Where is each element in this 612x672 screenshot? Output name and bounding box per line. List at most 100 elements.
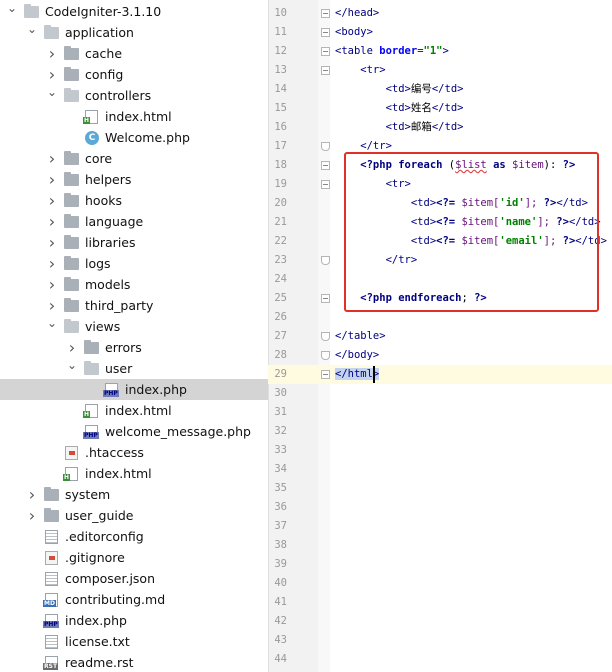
chevron-right-icon[interactable]: › — [48, 149, 56, 168]
fold-end-marker[interactable] — [321, 142, 330, 151]
fold-toggle-icon[interactable] — [321, 9, 330, 18]
line-number: 16 — [274, 121, 287, 133]
line-number: 44 — [274, 653, 287, 665]
tree-folder-system[interactable]: › system — [0, 484, 268, 505]
php-file-icon: PHP — [103, 382, 120, 397]
chevron-right-icon[interactable]: › — [68, 338, 76, 357]
tree-folder-user[interactable]: ⌄user — [0, 358, 268, 379]
chevron-down-icon[interactable]: ⌄ — [46, 316, 58, 330]
code-editor[interactable] — [330, 0, 612, 672]
line-number: 31 — [274, 406, 287, 418]
fold-toggle-icon[interactable] — [321, 28, 330, 37]
tree-folder-application[interactable]: ⌄application — [0, 22, 268, 43]
tree-folder-hooks[interactable]: › hooks — [0, 190, 268, 211]
tree-file-composer-json[interactable]: composer.json — [0, 568, 268, 589]
tree-folder-codeigniter-3-1-10[interactable]: ⌄CodeIgniter-3.1.10 — [0, 1, 268, 22]
line-number: 27 — [274, 330, 287, 342]
chevron-right-icon[interactable]: › — [48, 233, 56, 252]
code-token: $list — [455, 159, 487, 171]
line-number: 24 — [274, 273, 287, 285]
chevron-right-icon[interactable]: › — [48, 65, 56, 84]
code-line: <td>编号</td> — [335, 80, 464, 99]
tree-folder-cache[interactable]: ›cache — [0, 43, 268, 64]
tree-file-editorconfig[interactable]: .editorconfig — [0, 526, 268, 547]
tree-file-license-txt[interactable]: license.txt — [0, 631, 268, 652]
chevron-right-icon[interactable]: › — [48, 212, 56, 231]
fold-toggle-icon[interactable] — [321, 370, 330, 379]
tree-item-label: language — [85, 214, 144, 229]
code-line: <tr> — [335, 61, 385, 80]
line-number: 33 — [274, 444, 287, 456]
php-file-icon: PHP — [83, 424, 100, 439]
tree-folder-config[interactable]: ›config — [0, 64, 268, 85]
tree-item-label: system — [65, 487, 111, 502]
folder-icon — [44, 25, 60, 40]
chevron-right-icon[interactable]: › — [48, 170, 56, 189]
line-number-gutter — [268, 0, 318, 672]
code-token: <td> — [335, 121, 411, 133]
tree-item-label: hooks — [85, 193, 122, 208]
fold-toggle-icon[interactable] — [321, 180, 330, 189]
tree-folder-user-guide[interactable]: ›user_guide — [0, 505, 268, 526]
code-token: 邮箱 — [410, 121, 432, 133]
html-file-icon: H — [63, 466, 80, 481]
chevron-right-icon[interactable]: › — [48, 296, 56, 315]
fold-toggle-icon[interactable] — [321, 294, 330, 303]
tree-folder-logs[interactable]: ›logs — [0, 253, 268, 274]
chevron-down-icon[interactable]: ⌄ — [6, 1, 18, 15]
chevron-down-icon[interactable]: ⌄ — [46, 85, 58, 99]
line-number: 19 — [274, 178, 287, 190]
current-line-highlight — [268, 365, 612, 384]
fold-end-marker[interactable] — [321, 351, 330, 360]
fold-toggle-icon[interactable] — [321, 161, 330, 170]
tree-file-gitignore[interactable]: .gitignore — [0, 547, 268, 568]
chevron-right-icon[interactable]: › — [48, 44, 56, 63]
tree-folder-language[interactable]: › language — [0, 211, 268, 232]
tree-item-label: controllers — [85, 88, 152, 103]
folder-icon — [64, 235, 80, 250]
tree-folder-helpers[interactable]: ›helpers — [0, 169, 268, 190]
highlight-box — [344, 152, 599, 312]
fold-toggle-icon[interactable] — [321, 47, 330, 56]
tree-item-label: index.html — [85, 466, 152, 481]
line-number: 34 — [274, 463, 287, 475]
chevron-right-icon[interactable]: › — [28, 506, 36, 525]
line-number: 22 — [274, 235, 287, 247]
chevron-right-icon[interactable]: › — [48, 275, 56, 294]
fold-end-marker[interactable] — [321, 256, 330, 265]
fold-end-marker[interactable] — [321, 332, 330, 341]
tree-folder-core[interactable]: ›core — [0, 148, 268, 169]
code-line: <td><?= $item['id']; ?></td> — [335, 194, 588, 213]
chevron-down-icon[interactable]: ⌄ — [66, 358, 78, 372]
code-token: <td> — [335, 102, 411, 114]
code-token: 'email' — [499, 235, 544, 247]
chevron-down-icon[interactable]: ⌄ — [26, 22, 38, 36]
fold-toggle-icon[interactable] — [321, 66, 330, 75]
code-line: </tr> — [335, 137, 392, 156]
chevron-right-icon[interactable]: › — [48, 191, 56, 210]
tree-folder-views[interactable]: ⌄views — [0, 316, 268, 337]
chevron-right-icon[interactable]: › — [28, 485, 36, 504]
chevron-right-icon[interactable]: › — [48, 254, 56, 273]
line-number: 37 — [274, 520, 287, 532]
tree-folder-third-party[interactable]: ›third_party — [0, 295, 268, 316]
tree-folder-libraries[interactable]: ›libraries — [0, 232, 268, 253]
tree-folder-models[interactable]: ›models — [0, 274, 268, 295]
tree-folder-controllers[interactable]: ⌄ controllers — [0, 85, 268, 106]
tree-folder-errors[interactable]: ›errors — [0, 337, 268, 358]
code-line: <tr> — [335, 175, 411, 194]
tree-file-htaccess[interactable]: .htaccess — [0, 442, 268, 463]
code-line: </html> — [335, 365, 380, 384]
tree-item-label: .editorconfig — [65, 529, 144, 544]
tree-item-label: index.html — [105, 109, 172, 124]
code-token: <td> — [335, 235, 437, 247]
